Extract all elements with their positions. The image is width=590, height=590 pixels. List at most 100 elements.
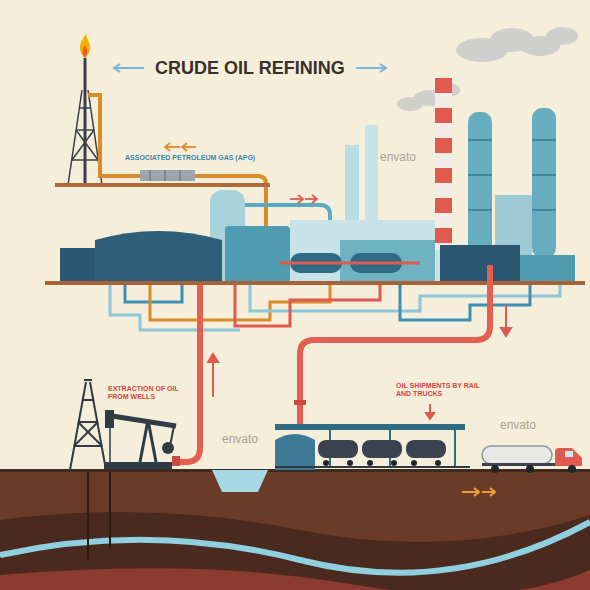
- refinery-part: [435, 108, 452, 123]
- title-arrows-part: [114, 64, 120, 72]
- ground-part: [0, 568, 590, 590]
- pump-jack-part: [162, 442, 174, 454]
- flow-arrows-red-part: [212, 360, 214, 397]
- apg-pipe-part: [164, 170, 166, 181]
- refinery-part-part: [532, 174, 556, 176]
- refinery-part: [60, 248, 100, 283]
- rail-terminal-part: [275, 424, 465, 430]
- refinery-part: [468, 112, 492, 257]
- underground-pipes-part: [110, 285, 240, 330]
- apg-pipe-part: [149, 170, 151, 181]
- pump-jack-part: [109, 428, 111, 462]
- title-arrows-part: [114, 67, 144, 69]
- rail-terminal-part: [362, 440, 402, 458]
- pump-jack-part: [172, 456, 180, 466]
- refinery-flow-arrows-part: [290, 198, 303, 200]
- pump-jack: [104, 410, 180, 469]
- flow-arrows-red-part: [208, 354, 218, 362]
- crude-pipes-part: [300, 265, 490, 424]
- oil-derrick: [70, 380, 106, 470]
- oil-derrick-part: [78, 421, 98, 423]
- pump-jack-part: [112, 416, 176, 426]
- refinery-part: [468, 140, 556, 210]
- rail-terminal-part-part: [391, 460, 397, 466]
- flare-stack-part: [80, 34, 90, 58]
- rail-terminal-part: [323, 460, 441, 466]
- ground-part: [87, 472, 89, 560]
- watermark: envato: [380, 150, 416, 164]
- flare-stack-part: [68, 90, 102, 185]
- oil-derrick-part: [70, 382, 86, 470]
- flow-arrows-red: [208, 305, 511, 419]
- oil-derrick-part: [74, 422, 98, 446]
- refinery-part-part: [532, 139, 556, 141]
- pump-jack-part: [104, 462, 172, 469]
- oil-derrick-part: [90, 382, 106, 470]
- rail-terminal-part-part: [367, 460, 373, 466]
- oil-derrick-part: [82, 399, 94, 401]
- rail-terminal-part: [406, 440, 446, 458]
- oil-derrick-part: [78, 422, 102, 446]
- pump-jack-part: [140, 420, 148, 462]
- rail-terminal-part: [275, 434, 315, 470]
- ground-flow-arrows-part: [462, 491, 479, 493]
- title-arrows-part: [380, 64, 386, 72]
- refinery-flow-arrows: [290, 195, 317, 203]
- flare-stack-part-part: [72, 159, 98, 161]
- refinery-part: [95, 231, 222, 283]
- callout-label: OIL SHIPMENTS BY RAIL AND TRUCKS: [396, 382, 488, 399]
- title-arrows-part: [356, 67, 386, 69]
- refinery-part: [440, 245, 520, 283]
- tanker-truck: [482, 446, 582, 473]
- flare-stack-part-part: [76, 129, 94, 131]
- ground: [0, 469, 590, 590]
- refinery: [60, 78, 575, 283]
- apg-flow-arrows: [165, 143, 196, 151]
- watermark: envato: [222, 432, 258, 446]
- refinery-part: [435, 138, 452, 153]
- flare-stack: [68, 34, 102, 185]
- smoke: [397, 27, 578, 111]
- rail-terminal-part: [275, 466, 470, 468]
- flow-arrows-red-part: [426, 413, 434, 419]
- tanker-truck-part: [555, 448, 582, 466]
- refinery-part: [435, 168, 452, 183]
- flare-stack-part-part: [79, 107, 91, 109]
- refinery-part: [532, 108, 556, 258]
- rail-terminal-part-part: [435, 460, 441, 466]
- ground-part: [109, 472, 111, 548]
- apg-flow-arrows-part: [165, 146, 180, 148]
- rail-terminal-part-part: [347, 460, 353, 466]
- refinery-part: [435, 78, 452, 250]
- smoke-part: [397, 97, 423, 111]
- upper-platform: [55, 183, 270, 187]
- flare-stack-part-part: [72, 130, 94, 160]
- underground-pipes-part: [400, 285, 530, 320]
- refinery-part: [435, 78, 452, 93]
- refinery-part-part: [468, 209, 492, 211]
- pump-jack-part: [148, 420, 156, 462]
- flare-stack-part: [82, 45, 87, 58]
- flow-arrows-red-part: [501, 328, 511, 336]
- crude-pipes-part: [172, 285, 200, 462]
- ground-flow-arrows-part: [482, 491, 495, 493]
- callout-label: EXTRACTION OF OIL FROM WELLS: [108, 385, 194, 402]
- oil-derrick-part: [84, 379, 92, 381]
- tanker-truck-part-part: [491, 465, 499, 473]
- underground-pipes-part: [150, 285, 330, 320]
- apg-flow-arrows-part: [182, 146, 196, 148]
- underground-pipes-part: [235, 285, 380, 326]
- apg-pipe-part: [179, 170, 181, 181]
- refinery-part: [365, 125, 378, 235]
- underground-pipes-part: [250, 285, 560, 311]
- callout-label: ASSOCIATED PETROLEUM GAS (APG): [125, 154, 255, 162]
- tanker-truck-part: [482, 446, 552, 464]
- refinery-part: [225, 226, 290, 283]
- watermark: envato: [500, 418, 536, 432]
- refinery-part: [290, 220, 440, 283]
- smoke-part: [546, 27, 578, 45]
- refinery-part: [435, 228, 452, 243]
